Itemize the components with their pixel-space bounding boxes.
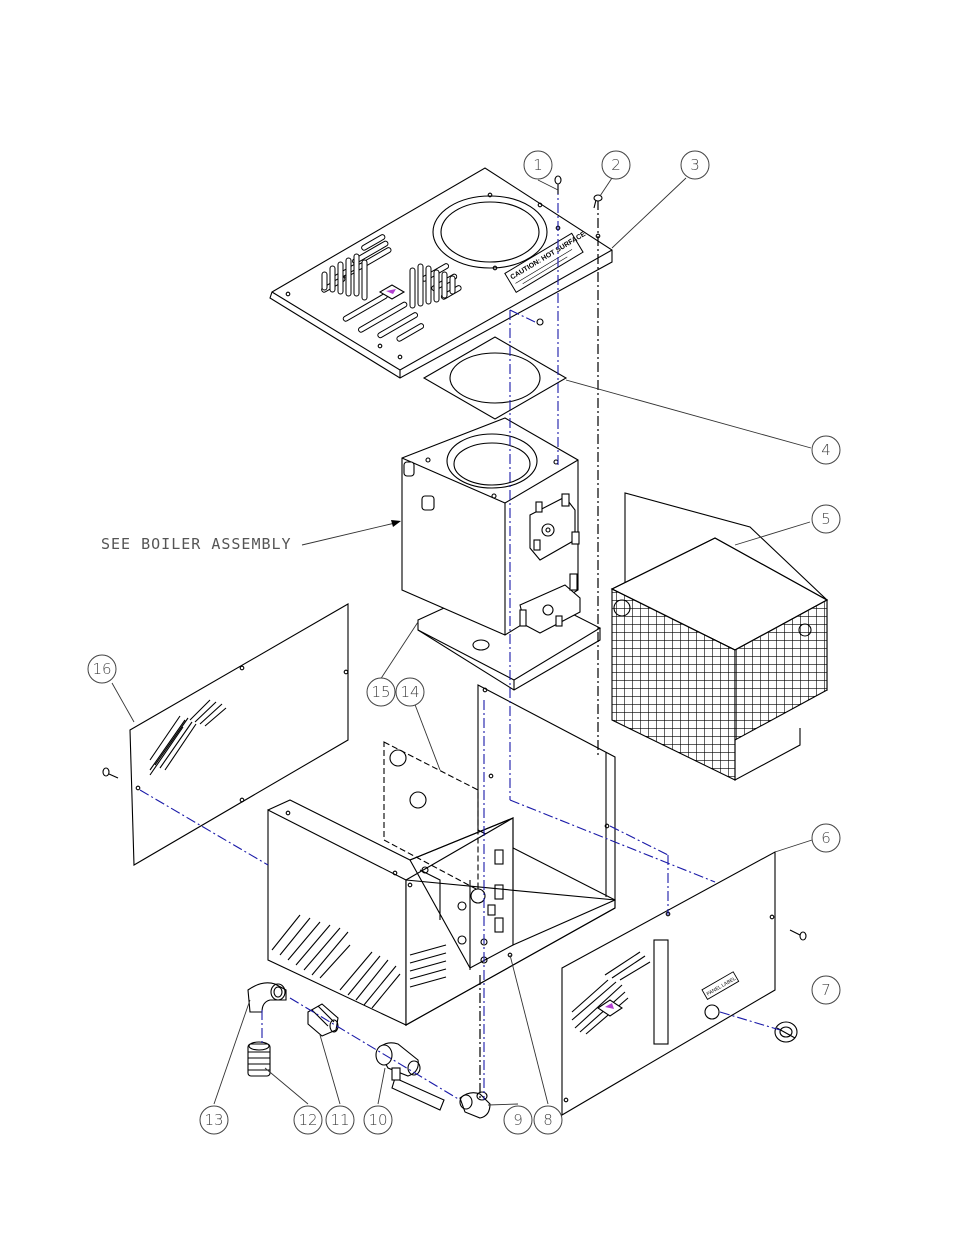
balloon-6: 6 <box>812 824 840 852</box>
balloon-13-number: 13 <box>204 1111 223 1129</box>
adapter-fitting-11 <box>308 1004 338 1036</box>
control-knob <box>775 1022 797 1042</box>
balloon-9: 9 <box>504 1106 532 1134</box>
balloon-2: 2 <box>602 151 630 179</box>
elbow-fitting-13 <box>248 983 286 1012</box>
elbow-fitting-9 <box>460 1092 490 1118</box>
balloon-4-number: 4 <box>821 441 831 459</box>
see-boiler-assembly-callout: SEE BOILER ASSEMBLY <box>101 520 401 553</box>
balloon-3: 3 <box>681 151 709 179</box>
nipple-fitting-12 <box>248 1042 270 1076</box>
balloon-14: 14 <box>396 678 424 706</box>
ball-valve-10 <box>376 1043 444 1110</box>
balloon-12-number: 12 <box>298 1111 317 1129</box>
balloon-1: 1 <box>524 151 552 179</box>
top-cover-plate: CAUTION: HOT SURFACE <box>270 168 612 378</box>
mesh-shroud <box>612 493 827 780</box>
balloon-4: 4 <box>812 436 840 464</box>
balloon-16: 16 <box>88 655 116 683</box>
boiler-block <box>402 418 600 690</box>
balloon-1-number: 1 <box>533 156 543 174</box>
balloon-9-number: 9 <box>513 1111 523 1129</box>
balloon-12: 12 <box>294 1106 322 1134</box>
balloon-11-number: 11 <box>330 1111 349 1129</box>
balloon-7: 7 <box>812 976 840 1004</box>
balloon-11: 11 <box>326 1106 354 1134</box>
balloon-15-number: 15 <box>371 683 390 701</box>
balloon-16-number: 16 <box>92 660 111 678</box>
balloon-2-number: 2 <box>611 156 621 174</box>
callout-note: SEE BOILER ASSEMBLY <box>101 535 292 553</box>
balloon-5: 5 <box>812 505 840 533</box>
callout-arrow-icon <box>391 520 401 527</box>
balloon-14-number: 14 <box>400 683 419 701</box>
balloon-8-number: 8 <box>543 1111 553 1129</box>
balloon-10-number: 10 <box>368 1111 387 1129</box>
balloon-8: 8 <box>534 1106 562 1134</box>
balloon-3-number: 3 <box>690 156 700 174</box>
screw-1 <box>555 176 561 194</box>
screw-top-plate <box>537 319 543 325</box>
front-panel-screw <box>790 930 806 940</box>
left-side-panel <box>130 604 348 865</box>
balloon-10: 10 <box>364 1106 392 1134</box>
left-panel-screw <box>103 768 118 778</box>
balloon-13: 13 <box>200 1106 228 1134</box>
balloon-6-number: 6 <box>821 829 831 847</box>
balloon-5-number: 5 <box>821 510 831 528</box>
balloon-7-number: 7 <box>821 981 831 999</box>
balloon-15: 15 <box>367 678 395 706</box>
